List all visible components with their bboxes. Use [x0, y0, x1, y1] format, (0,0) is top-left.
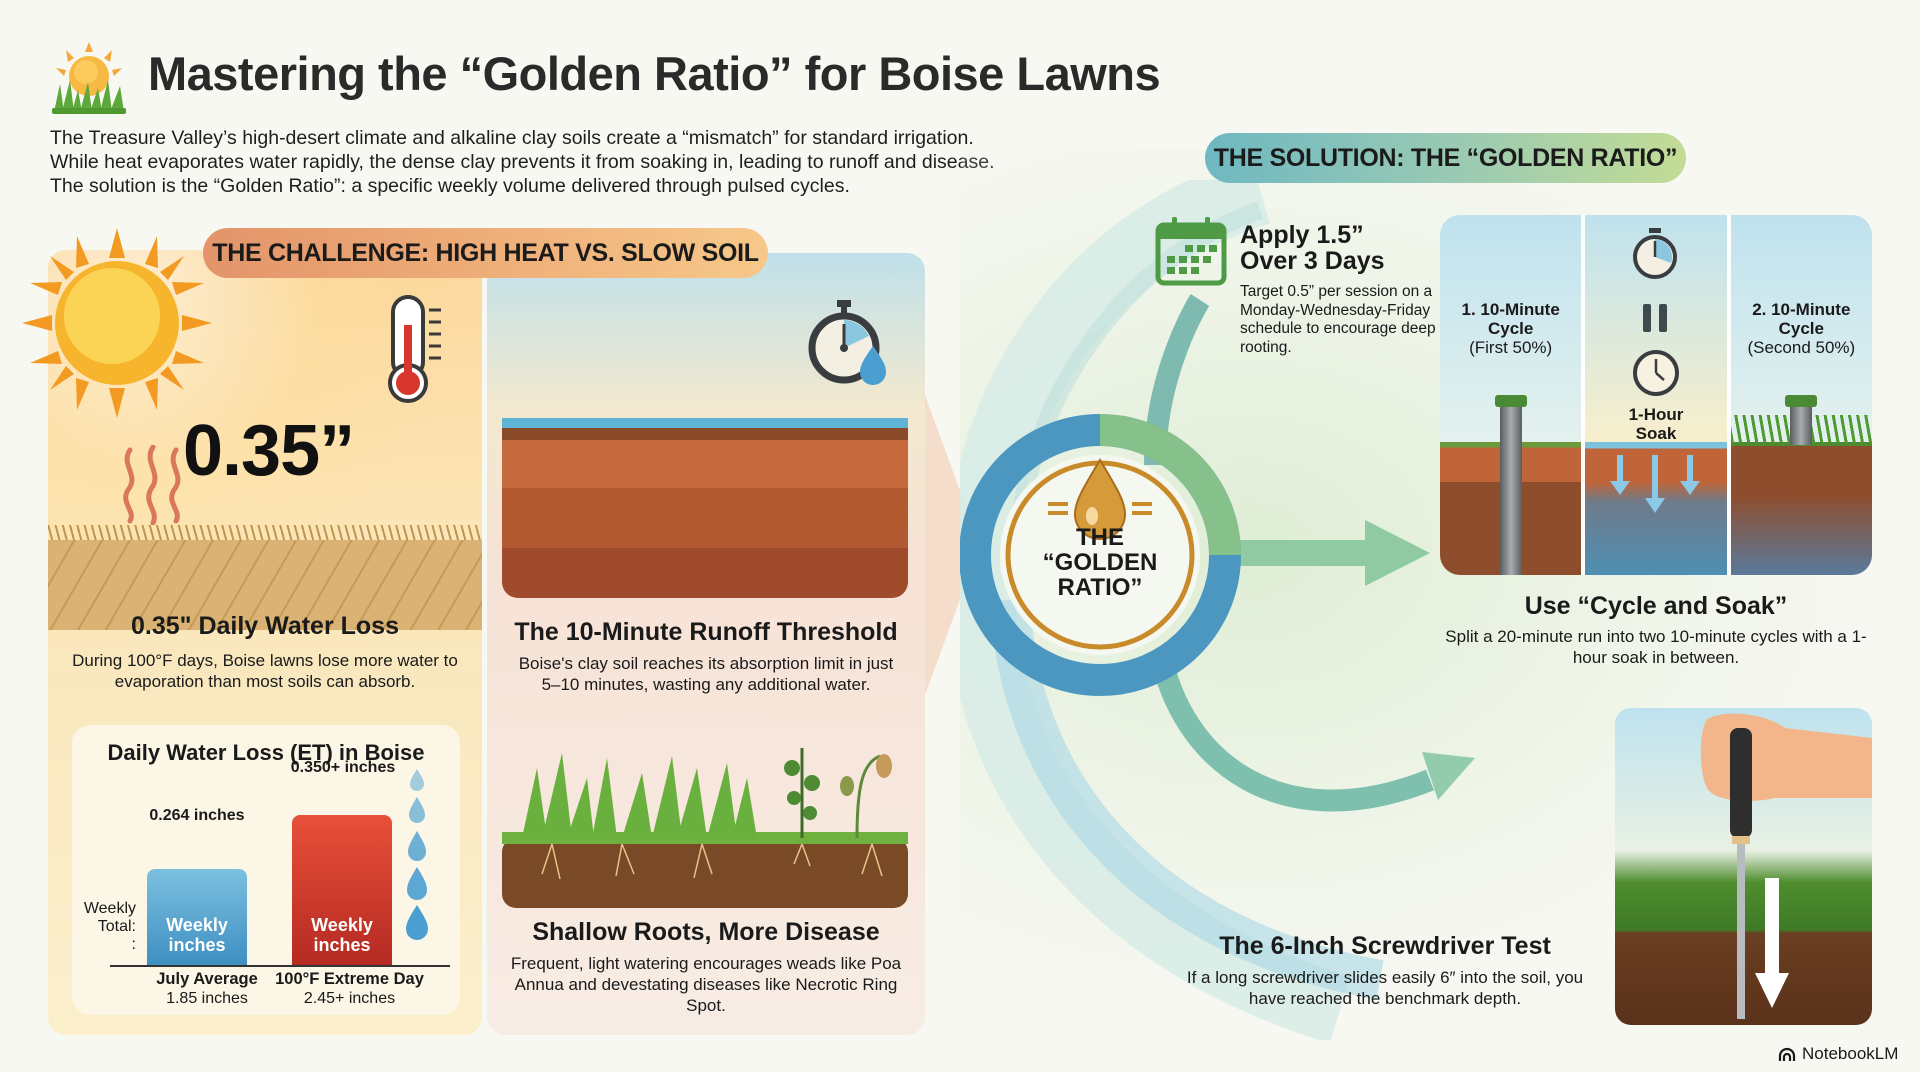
roots-heading: Shallow Roots, More Disease: [532, 918, 880, 946]
bar-inner-label: inches: [313, 935, 371, 955]
weekly-value: 2.45+ inches: [303, 990, 396, 1007]
water-drops-icon: [406, 769, 428, 940]
notebooklm-logo-icon: [1778, 1047, 1796, 1061]
category-name: 100°F Extreme Day: [275, 970, 424, 988]
category-name: July Average: [156, 970, 258, 988]
solution-banner: THE SOLUTION: THE “GOLDEN RATIO”: [1205, 133, 1686, 183]
axis-label-line: Weekly: [83, 900, 136, 917]
apply-heading-line: Over 3 Days: [1240, 247, 1385, 275]
apply-heading-line: Apply 1.5”: [1240, 221, 1364, 249]
center-label-line: RATIO”: [1057, 574, 1143, 601]
weekly-total-axis-label: Weekly Total: :: [76, 900, 136, 954]
cycle-heading: Use “Cycle and Soak”: [1524, 592, 1788, 620]
pause-icon: [1643, 304, 1668, 332]
golden-ratio-center-label: THE “GOLDEN RATIO”: [1030, 525, 1170, 600]
center-label-line: “GOLDEN: [1042, 549, 1158, 576]
soil-panel: The 10-Minute Runoff Threshold Boise's c…: [487, 253, 925, 1035]
bar-inner-label: Weekly: [311, 915, 373, 935]
axis-label-line: Total:: [97, 918, 136, 935]
heat-waves-icon: [123, 445, 181, 525]
sun-icon: [22, 228, 212, 418]
runoff-description: Boise's clay soil reaches its absorption…: [518, 654, 894, 694]
shallow-roots-weeds-illustration: [502, 748, 908, 908]
roots-description: Frequent, light watering encourages wead…: [510, 954, 902, 1015]
runoff-heading: The 10-Minute Runoff Threshold: [514, 618, 898, 646]
challenge-banner: THE CHALLENGE: HIGH HEAT VS. SLOW SOIL: [203, 228, 768, 278]
bar-inner-label: inches: [168, 935, 226, 955]
notebooklm-brand: NotebookLM: [1778, 1044, 1898, 1064]
sun-over-grass-icon: [52, 42, 126, 114]
heat-heading: 0.35" Daily Water Loss: [131, 612, 399, 640]
cracked-earth-icon: [48, 540, 482, 630]
apply-description: Target 0.5” per session on a Monday-Wedn…: [1240, 283, 1436, 356]
screwdriver-heading: The 6-Inch Screwdriver Test: [1219, 932, 1551, 960]
stopwatch-water-drop-icon: [808, 300, 886, 385]
intro-paragraph: The Treasure Valley’s high-desert climat…: [50, 127, 995, 197]
category-label: July Average 1.85 inches: [132, 970, 282, 1008]
page-title: Mastering the “Golden Ratio” for Boise L…: [148, 47, 1161, 100]
brand-name: NotebookLM: [1802, 1044, 1899, 1063]
big-stat: 0.35”: [183, 411, 355, 491]
down-arrows-icon: [1610, 455, 1701, 513]
category-label: 100°F Extreme Day 2.45+ inches: [267, 970, 432, 1008]
screwdriver-test-illustration: [1615, 708, 1872, 1025]
center-label-line: THE: [1076, 524, 1124, 551]
clay-soil-runoff-illustration: [502, 418, 908, 598]
axis-label-line: :: [131, 936, 136, 953]
bar-inner-label: Weekly: [166, 915, 228, 935]
hand-screwdriver-icon: [1700, 713, 1872, 1019]
header-icon: [50, 42, 128, 114]
stopwatch-icon: [1633, 228, 1678, 279]
et-chart-card: Daily Water Loss (ET) in Boise Weekly To…: [72, 725, 460, 1015]
bar-value-label: 0.264 inches: [149, 807, 245, 824]
weekly-value: 1.85 inches: [166, 990, 248, 1007]
clock-icon: [1633, 350, 1680, 396]
screwdriver-description: If a long screwdriver slides easily 6″ i…: [1186, 968, 1584, 1008]
apply-heading: Apply 1.5” Over 3 Days: [1240, 222, 1385, 274]
heat-description: During 100°F days, Boise lawns lose more…: [72, 651, 458, 691]
cycle-description: Split a 20-minute run into two 10-minute…: [1445, 627, 1867, 667]
chart-title: Daily Water Loss (ET) in Boise: [107, 740, 425, 765]
thermometer-icon: [388, 295, 441, 403]
bar-value-label: 0.350+ inches: [290, 759, 396, 776]
calendar-icon: [1155, 217, 1227, 286]
